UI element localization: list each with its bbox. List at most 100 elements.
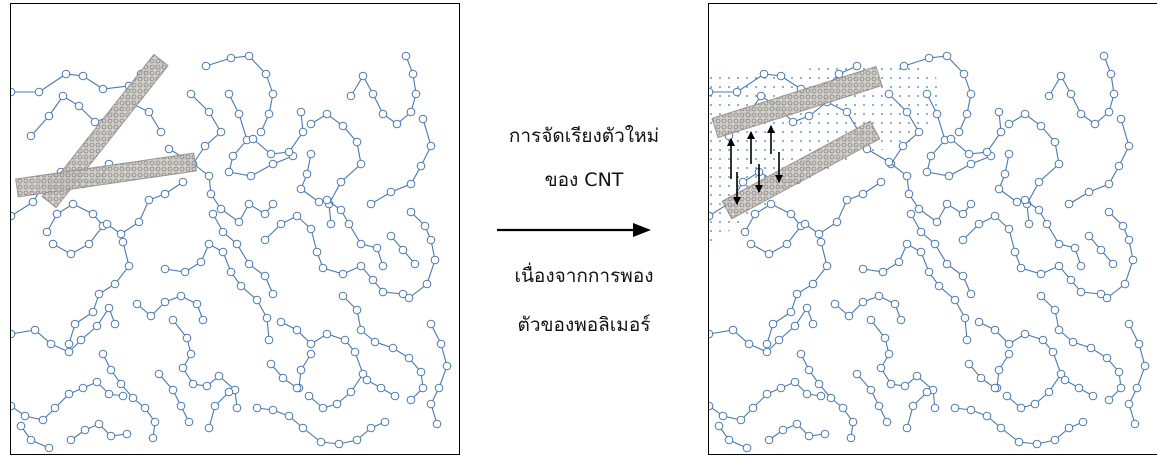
monomer-node <box>322 109 332 119</box>
monomer-node <box>106 365 116 375</box>
monomer-node <box>802 389 812 399</box>
monomer-node <box>338 269 348 279</box>
monomer-node <box>990 383 1000 393</box>
monomer-node <box>1020 109 1030 119</box>
monomer-node <box>192 299 202 309</box>
monomer-node <box>292 325 302 335</box>
monomer-node <box>182 333 192 343</box>
monomer-node <box>1074 383 1084 393</box>
monomer-node <box>260 271 270 281</box>
monomer-node <box>76 335 86 345</box>
monomer-node <box>896 315 906 325</box>
monomer-node <box>296 107 306 117</box>
monomer-node <box>966 89 976 99</box>
monomer-node <box>318 403 328 413</box>
monomer-node <box>50 403 60 413</box>
monomer-node <box>106 431 116 441</box>
monomer-node <box>1036 269 1046 279</box>
polymer-chain <box>264 215 404 295</box>
monomer-node <box>904 189 914 199</box>
monomer-node <box>1076 109 1086 119</box>
monomer-node <box>1042 219 1052 229</box>
monomer-node <box>1010 247 1020 257</box>
monomer-node <box>1020 195 1030 205</box>
monomer-node <box>352 137 362 147</box>
monomer-node <box>362 375 372 385</box>
monomer-node <box>982 411 992 421</box>
monomer-node <box>906 209 916 219</box>
polymer-chain <box>310 113 362 225</box>
monomer-node <box>88 209 98 219</box>
monomer-node <box>742 443 752 453</box>
monomer-node <box>914 204 924 214</box>
monomer-node <box>830 299 840 309</box>
monomer-node <box>1066 89 1076 99</box>
monomer-node <box>78 71 88 81</box>
polymer-chain <box>1128 323 1146 425</box>
monomer-node <box>976 373 986 383</box>
monomer-node <box>1014 437 1024 447</box>
monomer-node <box>306 119 316 129</box>
monomer-node <box>261 69 271 79</box>
monomer-node <box>64 389 74 399</box>
monomer-node <box>218 247 228 257</box>
monomer-node <box>958 209 968 219</box>
monomer-node <box>322 329 332 339</box>
monomer-node <box>204 239 214 249</box>
monomer-node <box>11 211 16 221</box>
monomer-node <box>1004 149 1014 159</box>
monomer-node <box>820 429 830 439</box>
monomer-node <box>800 219 810 229</box>
monomer-node <box>350 347 360 357</box>
monomer-node <box>884 157 894 167</box>
monomer-node <box>994 107 1004 117</box>
monomer-node <box>52 209 62 219</box>
monomer-node <box>78 383 88 393</box>
monomer-node <box>430 255 440 265</box>
monomer-node <box>954 127 964 137</box>
monomer-node <box>942 51 952 61</box>
monomer-node <box>1104 395 1114 405</box>
monomer-node <box>146 311 156 321</box>
monomer-node <box>66 249 76 259</box>
monomer-node <box>368 275 378 285</box>
monomer-node <box>358 71 368 81</box>
monomer-node <box>234 217 244 227</box>
monomer-node <box>432 419 442 429</box>
polymer-chain <box>158 373 190 423</box>
monomer-node <box>876 177 886 187</box>
monomer-node <box>1000 169 1010 179</box>
monomer-node <box>756 91 766 101</box>
monomer-node <box>66 435 76 445</box>
monomer-node <box>216 127 226 137</box>
monomer-node <box>1016 263 1026 273</box>
monomer-node <box>186 89 196 99</box>
caption-line-1: การจัดเรียงตัวใหม่ <box>508 125 660 147</box>
monomer-node <box>262 313 272 323</box>
monomer-node <box>790 321 800 331</box>
monomer-node <box>58 91 68 101</box>
monomer-node <box>822 261 832 271</box>
monomer-node <box>786 307 796 317</box>
polymer-chain <box>998 153 1018 203</box>
polymer-chain <box>804 181 882 235</box>
monomer-node <box>966 199 976 209</box>
monomer-node <box>776 383 786 393</box>
monomer-node <box>264 109 274 119</box>
monomer-node <box>866 315 876 325</box>
monomer-node <box>930 403 940 413</box>
monomer-node <box>168 385 178 395</box>
monomer-node <box>316 437 326 447</box>
monomer-node <box>768 319 778 329</box>
polymer-chain <box>20 425 50 449</box>
monomer-node <box>776 71 786 81</box>
monomer-node <box>912 371 922 381</box>
monomer-node <box>140 403 150 413</box>
monomer-node <box>816 237 826 247</box>
monomer-node <box>750 209 760 219</box>
monomer-node <box>68 199 78 209</box>
caption-line-2: ของ CNT <box>544 169 624 191</box>
monomer-node <box>924 267 934 277</box>
polymer-chain <box>430 323 448 425</box>
monomer-node <box>946 134 956 144</box>
